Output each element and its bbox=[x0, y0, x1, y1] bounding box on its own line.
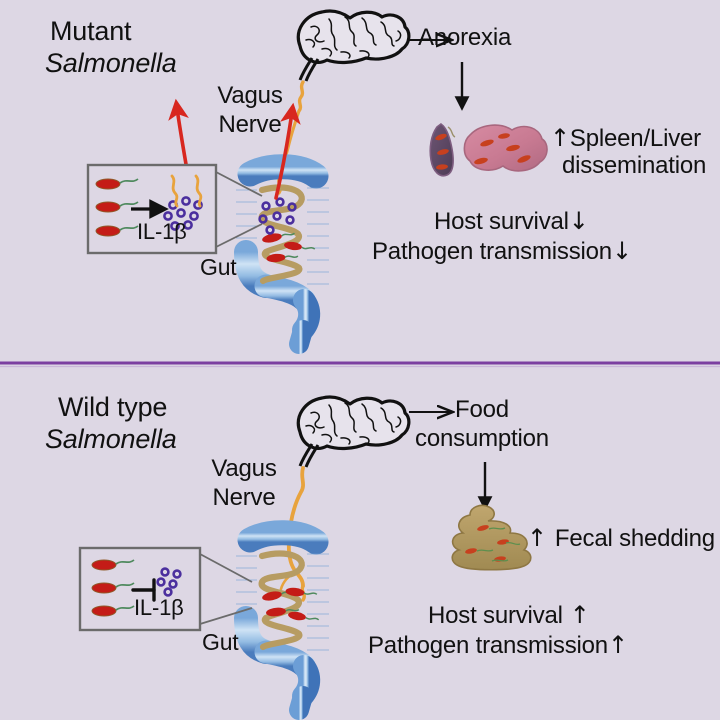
down-arrow-icon-host-survival-mutant: ↓ bbox=[568, 207, 589, 235]
host-survival-wildtype: Host survival↑ bbox=[428, 602, 590, 630]
inset-bacteria-wildtype bbox=[91, 559, 135, 617]
fecal-shedding-line: ↑ Fecal shedding bbox=[527, 525, 715, 553]
gut-bacteria-mutant bbox=[262, 232, 316, 263]
outcome-anorexia: Anorexia bbox=[418, 24, 512, 51]
panel-divider bbox=[0, 361, 720, 368]
organ-dissemination-line2: dissemination bbox=[562, 152, 707, 179]
host-survival-wildtype-text: Host survival bbox=[428, 602, 563, 629]
gut-label-wildtype: Gut bbox=[202, 629, 239, 655]
organ-dissemination-line1: ↑Spleen/Liver bbox=[550, 125, 701, 153]
spleen-illustration bbox=[429, 123, 456, 177]
fecal-shedding-text: Fecal shedding bbox=[554, 525, 715, 552]
brain-illustration-wildtype bbox=[296, 395, 411, 468]
panel-title-wildtype-line2: Salmonella bbox=[45, 424, 177, 454]
feces-illustration bbox=[451, 504, 532, 571]
panel-title-mutant-line1: Mutant bbox=[50, 16, 132, 46]
gut-label-mutant: Gut bbox=[200, 254, 237, 280]
gut-illustration-wildtype bbox=[233, 520, 331, 720]
panel-title-wildtype-line1: Wild type bbox=[58, 392, 168, 422]
brain-illustration-mutant bbox=[296, 9, 411, 82]
up-arrow-icon-host-survival-wildtype: ↑ bbox=[569, 601, 590, 629]
host-survival-mutant-text: Host survival bbox=[434, 208, 569, 235]
up-arrow-icon-pathogen-wildtype: ↑ bbox=[607, 631, 628, 659]
outcome-food-line2: consumption bbox=[415, 425, 549, 452]
vagus-nerve-label-mutant-line2: Nerve bbox=[218, 111, 282, 138]
cytokine-label-wildtype: IL-1β bbox=[134, 595, 184, 620]
down-arrow-icon-pathogen-mutant: ↓ bbox=[611, 237, 632, 265]
host-survival-mutant: Host survival↓ bbox=[434, 208, 589, 236]
gut-illustration-mutant bbox=[233, 154, 331, 354]
vagus-nerve-label-mutant-line1: Vagus bbox=[217, 82, 283, 109]
inset-cytokine-dots-wildtype bbox=[156, 567, 182, 597]
vagus-nerve-fiber-wildtype bbox=[279, 466, 306, 602]
gut-bacteria-wildtype bbox=[262, 587, 320, 621]
vagus-nerve-label-wildtype-line1: Vagus bbox=[211, 455, 277, 482]
up-arrow-icon-fecal-shedding: ↑ bbox=[527, 524, 547, 552]
liver-illustration bbox=[463, 124, 548, 172]
pathogen-transmission-mutant-text: Pathogen transmission bbox=[372, 238, 612, 265]
outcome-food-line1: Food bbox=[455, 396, 509, 423]
up-arrow-icon-dissemination: ↑ bbox=[550, 124, 570, 152]
gut-cytokine-dots-mutant bbox=[258, 197, 297, 235]
organ-dissemination-text1: Spleen/Liver bbox=[569, 125, 701, 152]
pathogen-transmission-mutant: Pathogen transmission↓ bbox=[372, 238, 632, 266]
vagus-nerve-label-wildtype-line2: Nerve bbox=[212, 484, 276, 511]
pathogen-transmission-wildtype-text: Pathogen transmission bbox=[368, 632, 608, 659]
inset-bacteria-mutant bbox=[95, 178, 139, 237]
pathogen-transmission-wildtype: Pathogen transmission↑ bbox=[368, 632, 628, 660]
panel-title-mutant-line2: Salmonella bbox=[45, 48, 177, 78]
cytokine-label-mutant: IL-1β bbox=[137, 219, 187, 244]
